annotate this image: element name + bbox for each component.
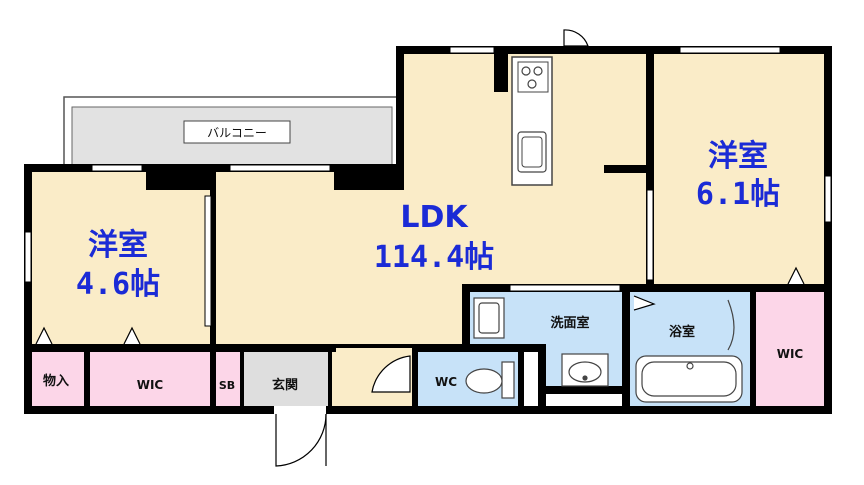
floor-fills bbox=[30, 52, 826, 406]
windows bbox=[24, 46, 832, 327]
balcony-label: バルコニー bbox=[207, 126, 267, 140]
fixtures bbox=[465, 297, 743, 403]
kitchen-counter bbox=[511, 56, 553, 186]
doors bbox=[35, 29, 805, 467]
western-room-left-name: 洋室 bbox=[88, 228, 148, 263]
balcony: バルコニー bbox=[63, 96, 399, 166]
room-labels: 洋室 4.6帖 LDK 114.4帖 洋室 6.1帖 洗面室 浴室 物入 WIC… bbox=[43, 139, 803, 393]
shoe-box-label: SB bbox=[219, 379, 235, 392]
ldk-name: LDK bbox=[400, 200, 469, 235]
western-room-right-name: 洋室 bbox=[708, 139, 768, 174]
wic-right-label: WIC bbox=[777, 347, 804, 361]
entrance-label: 玄関 bbox=[272, 377, 298, 393]
western-room-right-size: 6.1帖 bbox=[696, 177, 780, 212]
ldk-size: 114.4帖 bbox=[374, 240, 494, 275]
bathroom-label: 浴室 bbox=[669, 324, 695, 340]
western-room-left-size: 4.6帖 bbox=[76, 267, 160, 302]
toilet-label: WC bbox=[435, 375, 457, 389]
wic-left-label: WIC bbox=[137, 378, 164, 392]
washroom-label: 洗面室 bbox=[550, 315, 589, 331]
walls bbox=[24, 46, 832, 414]
storage-label: 物入 bbox=[43, 373, 69, 389]
